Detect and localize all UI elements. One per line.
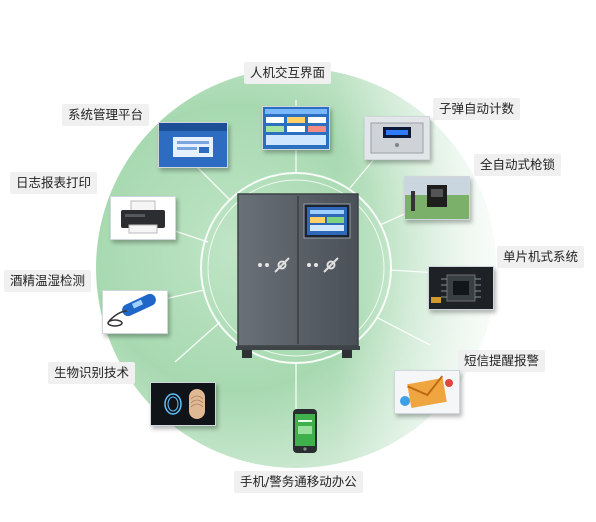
thumb-mgmt-platform	[158, 122, 228, 168]
label-mobile: 手机/警务通移动办公	[234, 471, 363, 493]
inner-ring-2	[207, 179, 385, 357]
thumb-alcohol	[102, 290, 168, 334]
label-sms: 短信提醒报警	[458, 350, 546, 372]
label-mgmt-platform: 系统管理平台	[62, 104, 150, 126]
microchip-icon	[429, 267, 493, 309]
monitor-dashboard-icon	[159, 123, 227, 167]
label-bullet-count: 子弹自动计数	[433, 98, 521, 120]
thumb-log-print	[110, 196, 176, 240]
envelope-alert-icon	[395, 371, 459, 413]
label-auto-lock: 全自动式枪锁	[474, 154, 562, 176]
gun-lock-icon	[405, 177, 469, 219]
thumb-mcu	[428, 266, 494, 310]
touchscreen-ui-icon	[263, 107, 329, 149]
label-mcu: 单片机式系统	[497, 246, 585, 268]
printer-icon	[111, 197, 175, 239]
thumb-biometric	[150, 382, 216, 426]
label-alcohol: 酒精温湿检测	[4, 270, 92, 292]
breathalyzer-icon	[103, 291, 167, 333]
label-biometric: 生物识别技术	[48, 362, 136, 384]
fingerprint-icon	[151, 383, 215, 425]
smartphone-icon	[293, 409, 317, 453]
label-hmi: 人机交互界面	[244, 62, 332, 84]
thumb-hmi	[262, 106, 330, 150]
thumb-sms	[394, 370, 460, 414]
label-log-print: 日志报表打印	[10, 172, 98, 194]
thumb-bullet-count	[364, 116, 430, 160]
gun-safe-cabinet-icon	[236, 193, 360, 358]
thumb-auto-lock	[404, 176, 470, 220]
counter-display-icon	[365, 117, 429, 159]
